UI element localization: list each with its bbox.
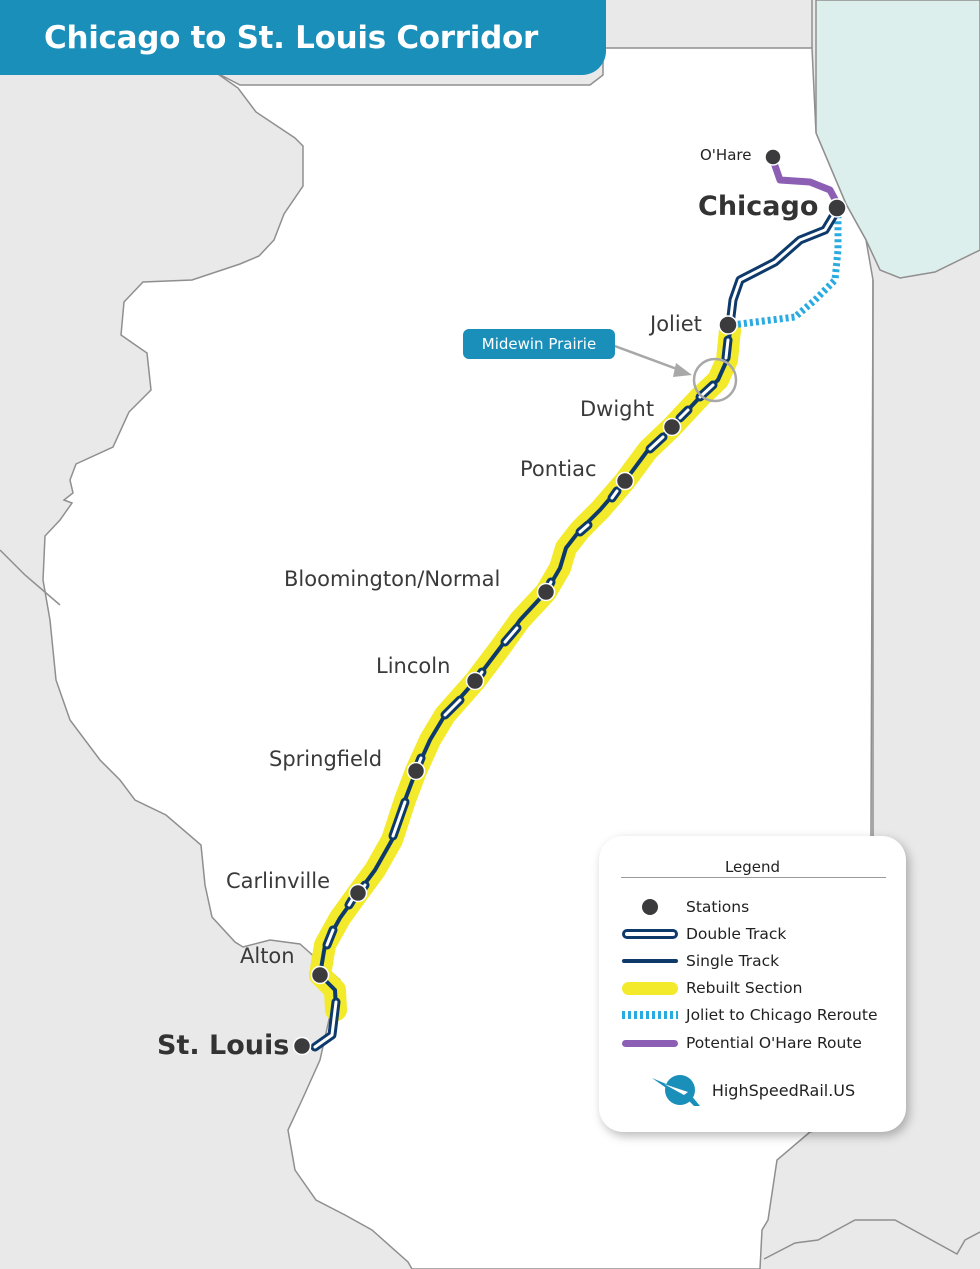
legend-item-rebuilt-section: Rebuilt Section — [599, 977, 802, 999]
reroute-dashed-icon — [622, 1011, 678, 1019]
station-dots — [292, 148, 847, 1056]
station-label-springfield: Springfield — [269, 747, 383, 771]
station-label-pontiac: Pontiac — [520, 457, 597, 481]
station-label-carlinville: Carlinville — [226, 869, 330, 893]
callout-arrow — [611, 343, 686, 374]
ohare-route-icon — [622, 1039, 678, 1047]
station-label-bloomington-normal: Bloomington/Normal — [284, 567, 501, 591]
station-label-alton: Alton — [240, 944, 295, 968]
state-border — [763, 1219, 980, 1260]
callout-arrowhead — [673, 363, 692, 377]
joliet-chicago-reroute — [731, 215, 842, 329]
double-track-icon — [622, 929, 678, 939]
rebuilt-section-icon — [622, 981, 678, 995]
station-label-ohare: O'Hare — [700, 146, 752, 164]
single-track-icon — [622, 959, 678, 963]
legend-item-ohare-route: Potential O'Hare Route — [599, 1032, 862, 1054]
highspeedrail-logo-icon — [651, 1075, 700, 1106]
midewin-circle — [692, 357, 738, 403]
state-border — [0, 549, 61, 606]
station-label-joliet: Joliet — [650, 312, 702, 336]
legend-title: Legend — [724, 858, 781, 876]
page-title: Chicago to St. Louis Corridor — [44, 19, 538, 56]
legend-item-double-track: Double Track — [599, 923, 786, 945]
station-label-st-louis: St. Louis — [157, 1030, 290, 1061]
legend-item-reroute: Joliet to Chicago Reroute — [599, 1004, 877, 1026]
ohare-route — [769, 156, 841, 207]
station-label-chicago: Chicago — [698, 191, 819, 222]
station-label-lincoln: Lincoln — [376, 654, 451, 678]
brand-logo: HighSpeedRail.US — [599, 1072, 906, 1108]
title-banner: Chicago to St. Louis Corridor — [0, 0, 606, 75]
legend-item-stations: Stations — [599, 896, 749, 918]
midewin-prairie-callout: Midewin Prairie — [463, 329, 615, 359]
legend-item-single-track: Single Track — [599, 950, 779, 972]
legend-panel: Legend Stations Double Track Single Trac… — [599, 836, 906, 1132]
legend-divider — [621, 877, 886, 878]
station-label-dwight: Dwight — [580, 397, 655, 421]
station-dot-icon — [642, 899, 658, 915]
